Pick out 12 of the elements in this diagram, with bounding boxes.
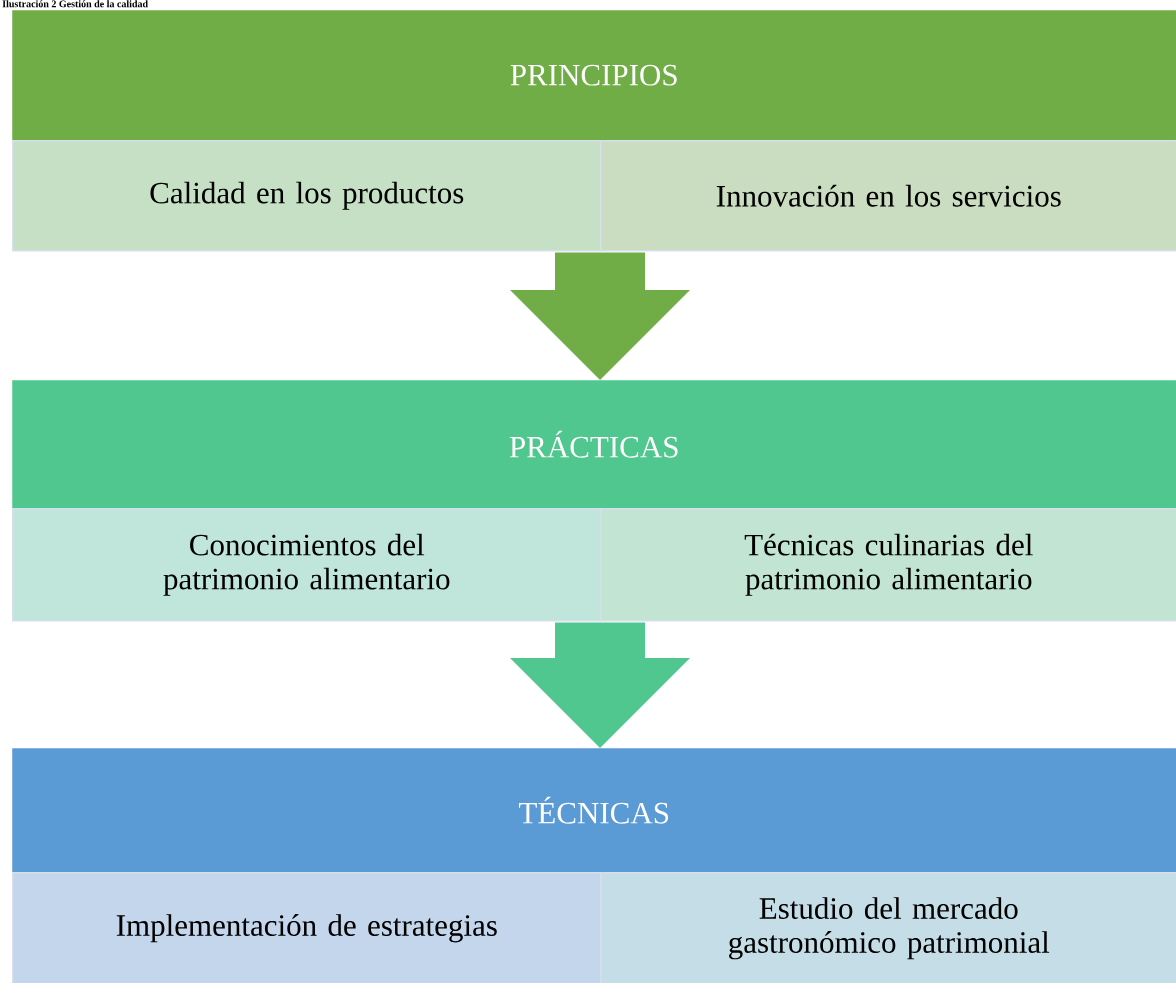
item-box: Técnicas culinarias del patrimonio alimentario <box>600 508 1176 622</box>
heading-band: TÉCNICAS <box>12 748 1176 873</box>
block-arrow <box>510 622 690 748</box>
heading-band: PRÁCTICAS <box>12 380 1176 509</box>
block-arrow <box>510 252 690 380</box>
item-box: Implementación de estrategias <box>12 872 602 983</box>
item-box: Estudio del mercado gastronómico patrimonial <box>600 872 1176 983</box>
heading-band: PRINCIPIOS <box>12 10 1176 141</box>
figure-title: Ilustración 2 Gestión de la calidad <box>2 0 148 8</box>
item-box: Calidad en los productos <box>12 140 602 252</box>
item-box: Innovación en los servicios <box>600 140 1176 252</box>
item-box: Conocimientos del patrimonio alimentario <box>12 508 602 622</box>
